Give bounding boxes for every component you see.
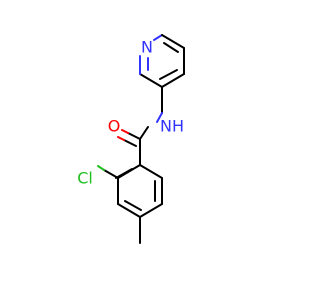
carbonyl-oxygen-label: O: [108, 117, 121, 136]
bond: [139, 164, 163, 179]
substituents: [97, 165, 141, 244]
molecule-structure: N NH O Cl: [77, 34, 185, 244]
amide-nh-label: NH: [160, 117, 184, 136]
chlorine-label: Cl: [77, 169, 93, 188]
bond: [97, 165, 105, 171]
bond: [117, 136, 125, 141]
pyridine-ring: [139, 34, 185, 88]
bond: [115, 168, 133, 179]
bond: [121, 129, 129, 134]
bond: [161, 73, 185, 88]
bond: [139, 126, 149, 140]
bond: [123, 139, 137, 147]
bond: [153, 34, 163, 41]
bond: [163, 42, 179, 53]
bond: [161, 34, 185, 49]
bond: [117, 203, 141, 218]
bond: [127, 132, 141, 140]
pyridine-nitrogen-label: N: [141, 38, 153, 57]
amide-linkage: [117, 86, 163, 147]
bond: [124, 200, 142, 211]
bond: [139, 73, 163, 88]
bond: [159, 69, 178, 80]
benzene-ring: [115, 138, 163, 218]
bond: [139, 203, 163, 218]
bond: [103, 169, 119, 179]
bond: [156, 112, 163, 123]
